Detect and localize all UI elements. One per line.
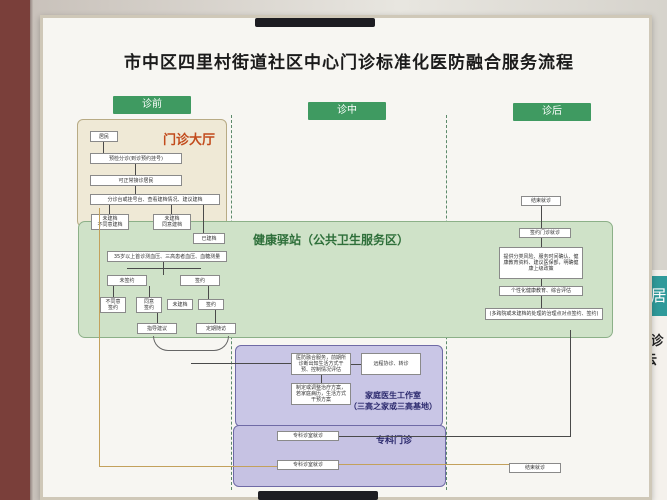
box-triage: 预检分诊(到诊预约挂号) [90, 153, 182, 164]
box-exit: 结束就诊 [509, 463, 561, 473]
lobby-label: 门诊大厅 [163, 133, 216, 148]
connector [570, 330, 571, 437]
connector [541, 206, 542, 228]
specialist-label: 专科门诊 [376, 436, 413, 446]
box-personal: 个性化健康教育、综合评估 [499, 286, 583, 296]
box-plan-done: (多跨院或未建档的处理的治理点对点签约、签约) [485, 308, 603, 320]
box-resident: 居民 [90, 131, 118, 142]
team-label: 家庭医生工作室 （三高之家或三高基地） [349, 391, 437, 411]
box-guide: 指导建议 [137, 323, 177, 334]
outer-route [99, 208, 100, 466]
bottom-clip [258, 491, 378, 500]
connector [171, 205, 172, 214]
connector [103, 142, 104, 153]
specialist-zone [233, 425, 446, 487]
box-disagree: 不同意 签约 [100, 297, 126, 313]
box-not-filed: 未建档 不同意建档 [91, 214, 129, 230]
box-unfiled2: 未建档 [167, 299, 193, 310]
connector [541, 296, 542, 308]
box-signed2: 签约 [198, 299, 224, 310]
box-visit: 可正常接诊居民 [90, 175, 182, 186]
connector [191, 363, 291, 364]
bracket-connector [153, 336, 229, 351]
connector [541, 238, 542, 247]
box-signed: 签约 [180, 275, 220, 286]
board-title: 市中区四里村街道社区中心门诊标准化医防融合服务流程 [124, 53, 574, 73]
connector [203, 205, 204, 233]
box-referral1: 专科诊室就诊 [277, 431, 339, 441]
box-screening: 35岁以上首诊测血压、三高患者血压、血糖测量 [107, 251, 227, 262]
connector [157, 313, 158, 323]
box-check: 分诊台或挂号台、查看建档情况、建议建档 [90, 194, 220, 205]
connector [321, 375, 322, 383]
box-care: 提供分类风险、服务时间确认、健康教育资料、建议医保部，明确健康上级政策 [499, 247, 583, 279]
phase-during: 诊中 [308, 102, 386, 120]
box-integration: 医防融合服务，前期所诊断出知生活方式干预、控制情况评估 [291, 353, 351, 375]
door-frame [0, 0, 30, 500]
connector [113, 286, 114, 297]
box-filed: 已建档 [193, 233, 225, 244]
connector [541, 279, 542, 286]
outer-route [339, 464, 517, 465]
connector [149, 286, 150, 297]
box-unsigned: 未签约 [107, 275, 147, 286]
box-referral2: 专科诊室就诊 [277, 460, 339, 470]
top-clip [255, 18, 375, 27]
outer-route [99, 466, 277, 467]
box-followup: 远程协诊、转诊 [361, 353, 421, 375]
connector [135, 164, 136, 175]
connector [208, 286, 209, 299]
box-regular-followup: 定期随访 [196, 323, 236, 334]
connector [215, 310, 216, 323]
box-agree-sign: 同意 签约 [136, 297, 162, 313]
connector [339, 436, 571, 437]
phase-after: 诊后 [513, 103, 591, 121]
connector [351, 364, 361, 365]
phase-before: 诊前 [113, 96, 191, 114]
flowchart-board: 市中区四里村街道社区中心门诊标准化医防融合服务流程 诊前 诊中 诊后 门诊大厅 … [40, 15, 652, 500]
connector [109, 205, 110, 214]
box-plan: 制定或调整治疗方案，若家庭病历，生活方式干预方案 [291, 383, 351, 405]
health-station-label: 健康驿站（公共卫生服务区） [253, 233, 410, 247]
box-end-visit: 结束就诊 [521, 196, 561, 206]
box-prescription: 签约门诊就诊 [519, 228, 571, 238]
box-agreed: 未建档 同意建档 [153, 214, 191, 230]
connector [135, 186, 136, 194]
connector [127, 268, 201, 269]
